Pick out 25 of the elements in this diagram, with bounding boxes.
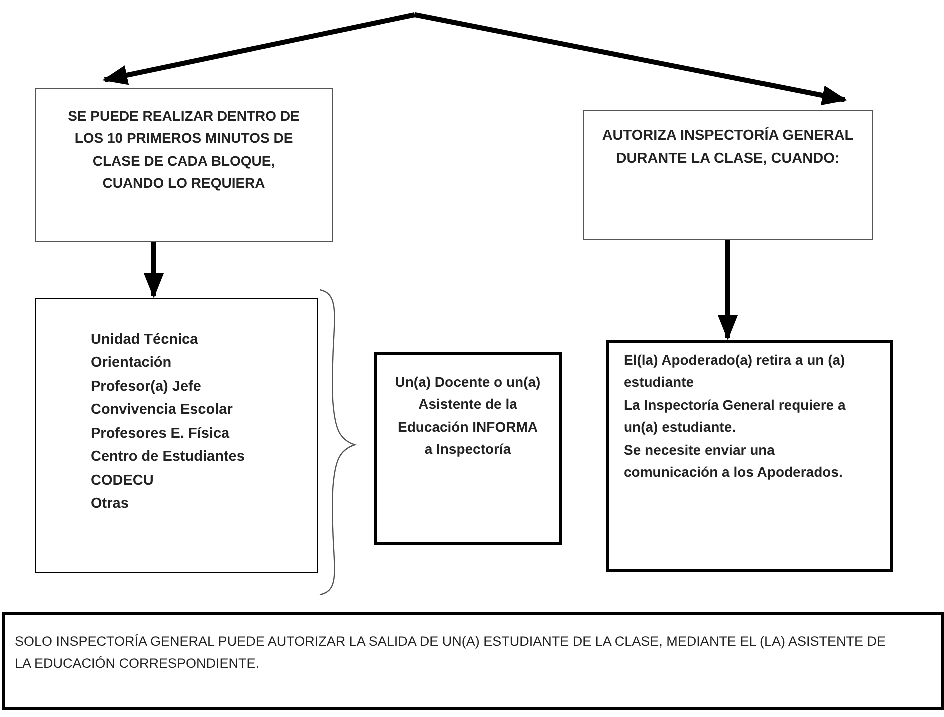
node-text: Orientación [91,354,173,374]
node-text: La Inspectoría General requiere a un(a) estudiante. [624,396,847,438]
node-text: Profesor(a) Jefe [91,378,202,397]
process-box [374,352,562,545]
node-text: SOLO INSPECTORÍA GENERAL PUEDE AUTORIZAR LA SALIDA DE UN(A) ESTUDIANTE DE LA CLASE, MEDIANTE EL (LA) ASISTENTE DE LA EDUCACIÓN CORRESPONDIENTE. [15,633,887,673]
node-text: Unidad Técnica [91,331,200,350]
arrow [144,242,164,298]
node-text: Otras [91,495,130,514]
process-box [583,110,873,240]
node-text: Un(a) Docente o un(a) Asistente de la Educación INFORMA a Inspectoría [395,373,541,460]
arrow [414,12,848,106]
node-text: AUTORIZA INSPECTORÍA GENERAL DURANTE LA CLASE, CUANDO: [601,126,855,170]
node-text: SE PUEDE REALIZAR DENTRO DE LOS 10 PRIMEROS MINUTOS DE CLASE DE CADA BLOQUE, CUANDO LO REQUIERA [67,107,301,194]
note-box [2,612,944,710]
arrow [718,240,738,340]
node-text: Convivencia Escolar [91,401,234,420]
process-box [35,88,333,242]
arrow [102,12,416,86]
condition-box [606,340,893,572]
node-text: Profesores E. Física [91,424,231,444]
list-box [35,298,318,573]
node-text: Se necesite enviar una comunicación a los Apoderados. [624,440,844,482]
node-text: Centro de Estudiantes [91,448,246,468]
node-text: CODECU [91,472,155,491]
node-text: El(la) Apoderado(a) retira a un (a) estudiante [624,351,846,392]
